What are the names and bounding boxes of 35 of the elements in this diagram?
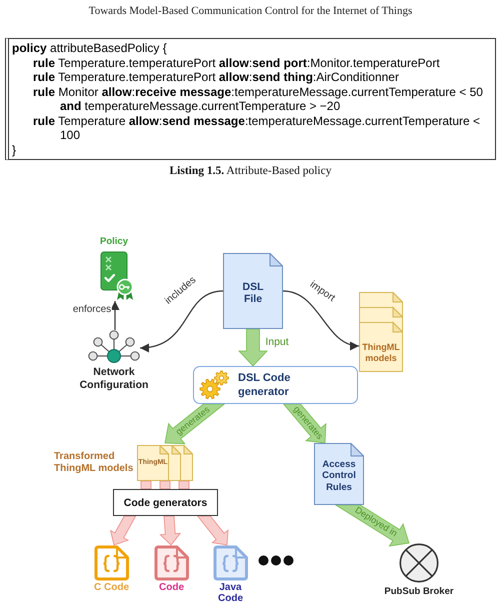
block-arrow [334,504,410,547]
code-listing-box [5,38,496,160]
curved-arrow [140,290,224,352]
block-connector [140,480,190,490]
node-label: Code [159,583,184,594]
node-label: Code generators [124,496,208,508]
running-header: Towards Model-Based Communication Control for the Internet of Things [88,4,412,19]
node-label: C Code [94,583,129,594]
node-caption: Transformed ThingML models [54,451,134,475]
arrow [110,301,120,330]
node-label: Network Configuration [78,366,150,392]
block-arrow [238,328,268,367]
node-label: Policy [100,236,128,248]
code-line: rule Temperature allow:send message:temperatureMessage.currentTemperature < 100 [32,114,482,142]
node-label: Java Code [217,583,244,604]
node-label: DSL File [242,280,264,306]
block-arrow [164,404,226,444]
code-line: } [11,142,18,157]
block-arrow [282,404,326,444]
node-label: DSL Code generator [238,371,292,399]
edge-label: enforces [72,305,112,315]
code-line: rule Temperature.temperaturePort allow:send port:Monitor.temperaturePort [32,56,441,70]
curved-arrow [282,290,360,350]
node-label: PubSub Broker [384,586,454,597]
block-arrow [159,516,182,546]
code-line: policy attributeBasedPolicy { [11,41,168,56]
node-label: ThingML models [361,342,401,364]
block-arrow [110,516,136,546]
code-line: rule Temperature.temperaturePort allow:send thing:AirConditionner [32,70,400,84]
block-arrow [196,516,228,546]
process-box [113,489,218,516]
edge-label: Input [264,336,290,348]
listing-caption: Listing 1.5. Attribute-Based policy [170,164,332,179]
node-label: Access Control Rules [321,458,357,494]
process-box [193,366,358,404]
